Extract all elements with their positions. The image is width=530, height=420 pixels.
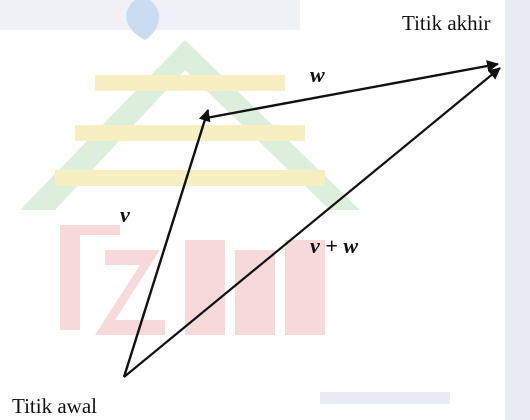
vector-w-arrow [205, 60, 499, 120]
vector-sum-plus: + [320, 233, 344, 258]
vector-w-label: w [310, 62, 325, 87]
end-point-label: Titik akhir [402, 11, 491, 35]
vector-arrows [122, 60, 501, 378]
vector-v-arrow [122, 109, 211, 378]
vector-sum-label: v + w [310, 233, 358, 258]
vector-v-label: v [120, 202, 130, 227]
vector-sum-arrow [123, 67, 501, 378]
vector-sum-w: w [343, 233, 358, 258]
start-point-label: Titik awal [12, 394, 97, 418]
vector-sum-v: v [310, 233, 320, 258]
